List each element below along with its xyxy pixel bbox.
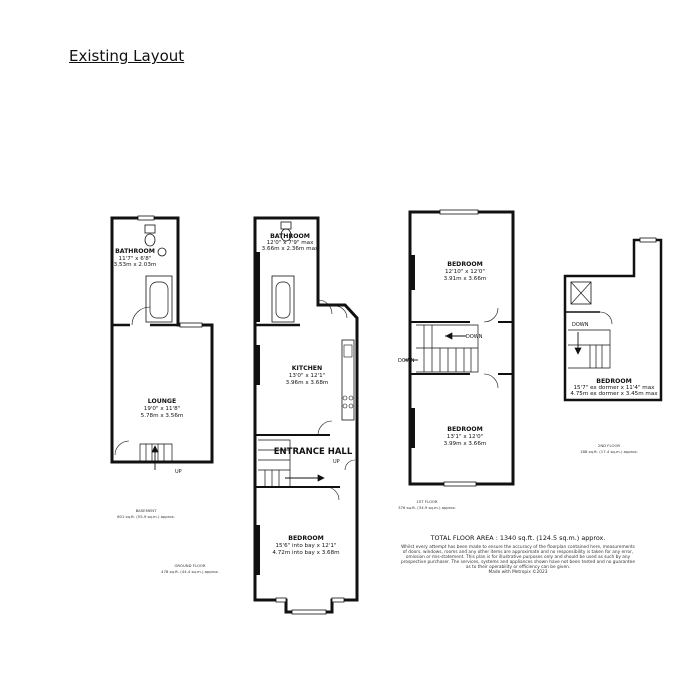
basement-floor-name: BASEMENT	[136, 508, 158, 513]
ground-floor-plan	[253, 216, 359, 615]
page-title: Existing Layout	[69, 47, 185, 65]
disclaimer-line: omission or mis-statement. This plan is …	[405, 555, 631, 561]
second-bedroom-dim-imperial: 15'7" ex dormer x 11'4" max	[574, 385, 656, 391]
basement-bathroom-name: BATHROOM	[115, 248, 155, 255]
ground-bathroom-dim-metric: 3.66m x 2.36m max	[262, 246, 319, 252]
ground-floor-name: GROUND FLOOR	[174, 563, 205, 568]
skylight-icon	[570, 281, 592, 305]
disclaimer-line: Whilst every attempt has been made to en…	[401, 545, 635, 550]
second-floor-name: 2ND FLOOR	[598, 443, 621, 448]
kitchen-dim-imperial: 13'0" x 12'1"	[289, 373, 326, 379]
kitchen-dim-metric: 3.96m x 3.68m	[286, 380, 329, 386]
first-bedroom1-dim-metric: 3.91m x 3.66m	[444, 276, 487, 282]
second-floor-plan	[563, 237, 663, 402]
ground-bedroom-dim-metric: 4.72m into bay x 3.68m	[272, 550, 339, 556]
basement-bathroom-dim-metric: 3.53m x 2.03m	[114, 262, 157, 268]
basement-lounge-name: LOUNGE	[148, 398, 177, 405]
ground-floor-area: 478 sq.ft. (44.4 sq.m.) approx.	[161, 569, 219, 574]
kitchen-counter	[341, 339, 355, 421]
kitchen-sink-icon	[343, 344, 353, 358]
first-floor-stairs	[404, 324, 479, 373]
basement-lounge-dim-imperial: 19'0" x 11'8"	[144, 406, 181, 412]
first-bedroom2-dim-metric: 3.99m x 3.66m	[444, 441, 487, 447]
total-floor-area: TOTAL FLOOR AREA : 1340 sq.ft. (124.5 sq…	[430, 534, 606, 542]
first-floor-area: 376 sq.ft. (34.9 sq.m.) approx.	[398, 505, 456, 510]
first-stair-down-label: DOWN	[466, 334, 483, 340]
first-bedroom2-dim-imperial: 13'1" x 12'0"	[447, 434, 484, 440]
ground-toilet-icon	[280, 221, 292, 230]
disclaimer-line: as to their operability or efficiency ca…	[465, 565, 571, 571]
kitchen-name: KITCHEN	[292, 365, 322, 372]
ground-bathroom-name: BATHROOM	[270, 233, 310, 240]
basement-stairs	[139, 443, 173, 470]
second-bedroom-dim-metric: 4.75m ex dormer x 3.45m max	[570, 391, 658, 397]
disclaimer-line: of doors, windows, rooms and any other i…	[402, 550, 634, 556]
basement-toilet-icon	[144, 224, 156, 234]
first-stair-down2-label: DOWN	[398, 358, 415, 364]
basement-plan	[110, 215, 214, 470]
second-bedroom-name: BEDROOM	[596, 378, 632, 385]
second-floor-stairs	[568, 329, 611, 369]
ground-stairs	[258, 439, 325, 488]
basement-bath-icon	[145, 275, 173, 323]
first-bedroom1-name: BEDROOM	[447, 261, 483, 268]
basement-bathroom-dim-imperial: 11'7" x 6'8"	[119, 256, 152, 262]
ground-bedroom-dim-imperial: 15'6" into bay x 12'1"	[275, 543, 336, 549]
first-bedroom2-name: BEDROOM	[447, 426, 483, 433]
second-floor-area: 188 sq.ft. (17.4 sq.m.) approx.	[580, 449, 638, 454]
disclaimer: Whilst every attempt has been made to en…	[388, 545, 648, 576]
entrance-hall-name: ENTRANCE HALL	[274, 447, 353, 457]
ground-bath-icon	[271, 275, 295, 323]
basement-sink-icon	[157, 247, 167, 257]
second-stair-label: DOWN	[572, 322, 589, 328]
basement-floor-area: 601 sq.ft. (55.9 sq.m.) approx.	[117, 514, 175, 519]
disclaimer-line: Made with Metropix ©2023	[488, 570, 548, 576]
ground-stair-label: UP	[333, 459, 340, 465]
disclaimer-line: prospective purchaser. The services, sys…	[401, 560, 635, 566]
first-bedroom1-dim-imperial: 12'10" x 12'0"	[445, 269, 485, 275]
basement-lounge-dim-metric: 5.78m x 3.56m	[141, 413, 184, 419]
first-floor-plan	[404, 209, 515, 487]
first-floor-name: 1ST FLOOR	[416, 499, 437, 504]
ground-bedroom-name: BEDROOM	[288, 535, 324, 542]
basement-stair-label: UP	[175, 469, 182, 475]
ground-bathroom-dim-imperial: 12'0" x 7'9" max	[267, 240, 315, 246]
